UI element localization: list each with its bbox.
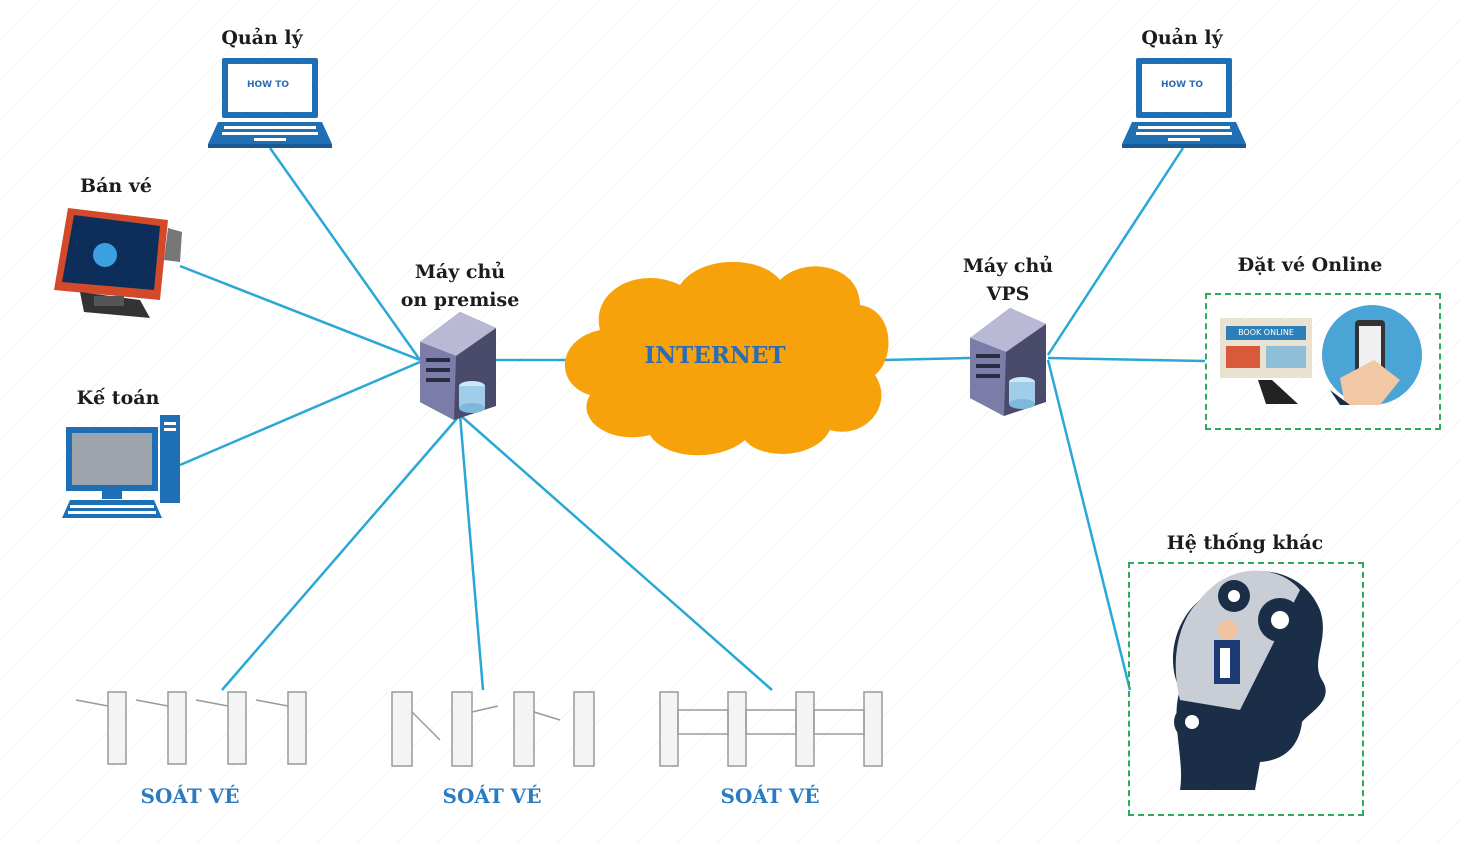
label-gate-3: SOÁT VÉ bbox=[720, 784, 820, 808]
server-vps-icon bbox=[970, 308, 1046, 416]
link-gate-1 bbox=[221, 414, 461, 691]
link-other-systems bbox=[1046, 359, 1132, 691]
label-manager-right: Quản lý bbox=[1141, 27, 1223, 49]
label-internet: INTERNET bbox=[644, 342, 786, 369]
online-booking-box bbox=[1205, 293, 1441, 430]
label-other-systems: Hệ thống khác bbox=[1166, 532, 1324, 554]
laptop-left-screen-text: HOW TO bbox=[246, 80, 290, 90]
laptop-manager-left-icon bbox=[208, 58, 332, 148]
label-accounting: Kế toán bbox=[76, 387, 160, 409]
desktop-computer-icon bbox=[62, 415, 180, 518]
link-internet-vps bbox=[883, 356, 971, 362]
gate-group-1-icon bbox=[75, 691, 307, 765]
link-manager-left bbox=[268, 147, 422, 361]
internet-cloud bbox=[564, 261, 889, 456]
label-gate-1: SOÁT VÉ bbox=[140, 784, 240, 808]
laptop-right-screen-text: HOW TO bbox=[1160, 80, 1204, 90]
head-gears-illustration bbox=[1172, 570, 1326, 790]
link-manager-right bbox=[1046, 147, 1185, 356]
label-manager-left: Quản lý bbox=[221, 27, 303, 49]
label-online-booking: Đặt vé Online bbox=[1237, 254, 1383, 276]
label-gate-2: SOÁT VÉ bbox=[442, 784, 542, 808]
label-server-onprem-line2: on premise bbox=[400, 289, 520, 311]
book-online-text: BOOK ONLINE bbox=[1238, 328, 1294, 337]
label-server-vps-line1: Máy chủ bbox=[962, 255, 1054, 277]
laptop-manager-right-icon bbox=[1122, 58, 1246, 148]
link-accounting bbox=[179, 360, 421, 467]
gate-group-3-icon bbox=[659, 691, 883, 767]
other-systems-box bbox=[1128, 562, 1364, 816]
link-gate-3 bbox=[459, 414, 773, 691]
label-server-vps-line2: VPS bbox=[986, 283, 1030, 305]
connection-lines bbox=[179, 147, 1206, 691]
link-gate-2 bbox=[458, 414, 485, 691]
label-ticket-sale: Bán vé bbox=[80, 175, 152, 197]
link-ticket-sale bbox=[179, 264, 421, 362]
pos-terminal-icon bbox=[54, 208, 182, 318]
label-server-onprem-line1: Máy chủ bbox=[414, 261, 506, 283]
link-online-booking bbox=[1047, 356, 1206, 363]
online-booking-illustration bbox=[1220, 305, 1422, 405]
server-onprem-icon bbox=[420, 312, 496, 420]
gate-group-2-icon bbox=[391, 691, 595, 767]
